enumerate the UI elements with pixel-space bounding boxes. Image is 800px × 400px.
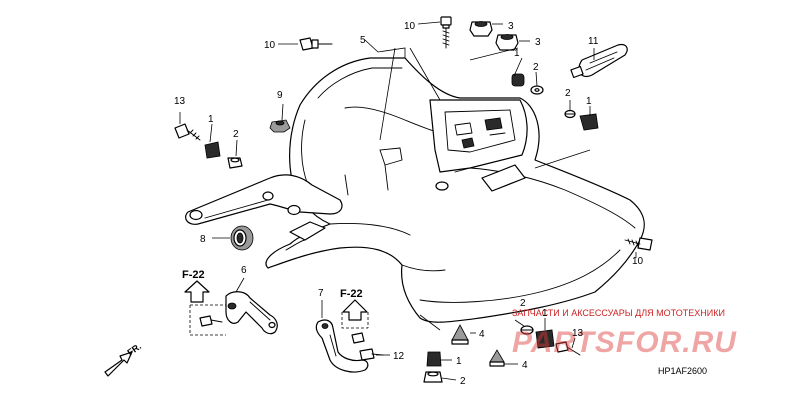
callout-2-lowright: 2 xyxy=(520,298,526,309)
callout-4-center: 4 xyxy=(479,329,485,340)
callout-2-left: 2 xyxy=(233,129,239,140)
callout-3-top: 3 xyxy=(508,21,514,32)
washer-2-right xyxy=(564,109,576,119)
callout-2-right: 2 xyxy=(565,88,571,99)
callout-6: 6 xyxy=(241,265,247,276)
washer-2-left xyxy=(227,157,243,169)
callout-9: 9 xyxy=(277,90,283,101)
callout-1-top: 1 xyxy=(514,48,520,59)
bolt-13-left xyxy=(174,123,201,141)
collar-1-bottom xyxy=(426,351,442,367)
callout-10-left: 10 xyxy=(264,40,276,51)
bolt-13-lowright xyxy=(555,341,581,356)
washer-2-bottom xyxy=(423,371,443,383)
callout-13-lowright: 13 xyxy=(572,328,584,339)
callout-7: 7 xyxy=(318,288,324,299)
frame-ref-left: F-22 xyxy=(182,269,205,281)
watermark-brand: PARTSFOR.RU xyxy=(512,326,737,359)
bolt-10-left xyxy=(299,37,333,51)
collar-1-left xyxy=(204,141,221,159)
grommet-3b xyxy=(495,34,519,51)
callout-1-lowright: 1 xyxy=(542,308,548,319)
callout-2-top: 2 xyxy=(533,62,539,73)
bracket-7 xyxy=(315,299,384,373)
frame-ref-center: F-22 xyxy=(340,288,363,300)
cap-4-bottom xyxy=(489,349,505,367)
figure-code: HP1AF2600 xyxy=(658,366,707,376)
grommet-8 xyxy=(230,225,254,251)
callout-1-left: 1 xyxy=(208,114,214,125)
callout-11: 11 xyxy=(588,36,599,47)
cap-4-center xyxy=(451,324,469,345)
grommet-3a xyxy=(469,21,493,37)
callout-10-right: 10 xyxy=(632,256,644,267)
clip-9 xyxy=(269,119,291,133)
callout-1-bottom: 1 xyxy=(456,356,462,367)
callout-8: 8 xyxy=(200,234,206,245)
callout-10-top: 10 xyxy=(404,21,416,32)
callout-12: 12 xyxy=(393,351,405,362)
watermark: ЗАПЧАСТИ И АКСЕССУАРЫ ДЛЯ МОТОТЕХНИКИ PA… xyxy=(512,308,737,359)
callout-1-right: 1 xyxy=(586,96,592,107)
callout-5: 5 xyxy=(360,35,366,46)
callouts: 10 3 3 10 5 1 2 11 2 1 9 13 1 2 8 10 6 7… xyxy=(174,21,644,387)
collar-1-top xyxy=(511,73,525,87)
watermark-subtitle: ЗАПЧАСТИ И АКСЕССУАРЫ ДЛЯ МОТОТЕХНИКИ xyxy=(512,308,725,318)
rear-fender xyxy=(265,57,645,323)
collar-1-right xyxy=(579,113,599,131)
callout-4-bottom: 4 xyxy=(522,360,528,371)
front-arrow-icon xyxy=(104,351,133,377)
callout-3-second: 3 xyxy=(535,37,541,48)
leader-lines xyxy=(179,21,637,381)
bolt-10-right xyxy=(624,237,653,251)
collar-1-lowright xyxy=(535,329,555,349)
bracket-6 xyxy=(184,280,278,336)
callout-13-left: 13 xyxy=(174,96,186,107)
washer-2-lowright xyxy=(520,325,534,335)
callout-2-bottom: 2 xyxy=(460,376,466,387)
washer-2-top xyxy=(530,85,544,95)
strap-11 xyxy=(570,43,628,79)
bolt-10-top xyxy=(440,16,452,49)
front-direction: FR. xyxy=(104,341,143,377)
fender-stay xyxy=(185,174,343,251)
